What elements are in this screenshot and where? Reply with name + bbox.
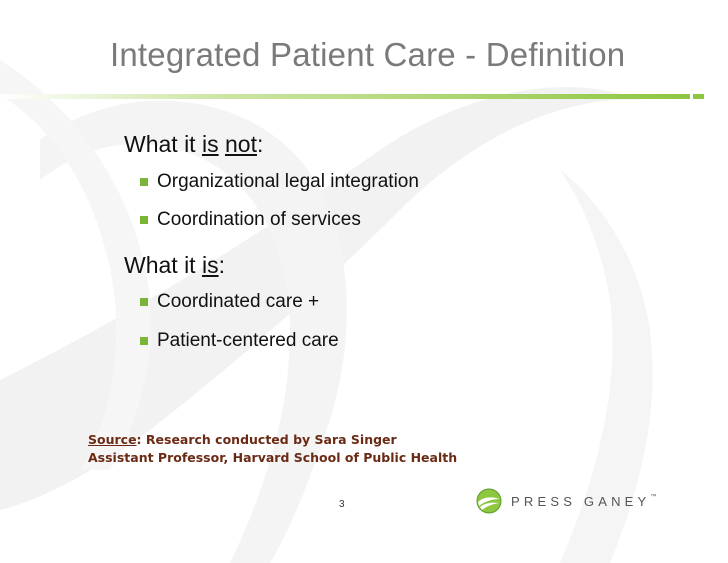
logo-wordmark: PRESS GANEY™	[511, 494, 656, 509]
heading-word-is: is	[201, 131, 219, 157]
bullet-text: Coordination of services	[157, 209, 361, 230]
source-line1-text: : Research conducted by Sara Singer	[136, 432, 397, 447]
source-citation: Source: Research conducted by Sara Singe…	[88, 431, 457, 467]
bullet-text: Patient-centered care	[157, 330, 339, 351]
logo-text: PRESS GANEY	[511, 493, 651, 509]
slide-title: Integrated Patient Care - Definition	[110, 36, 626, 73]
bullet-text: Organizational legal integration	[157, 171, 419, 192]
square-bullet-icon	[140, 337, 148, 345]
square-bullet-icon	[140, 216, 148, 224]
bullet-text: Coordinated care +	[157, 291, 320, 312]
heading-prefix: What it	[124, 131, 202, 157]
heading-prefix: What it	[124, 252, 202, 278]
source-line-2: Assistant Professor, Harvard School of P…	[88, 450, 458, 465]
bullet-item: Coordination of services	[140, 209, 361, 231]
logo-trademark: ™	[650, 493, 657, 500]
bullet-item: Coordinated care +	[140, 291, 319, 313]
source-label: Source	[88, 432, 137, 447]
heading-colon: :	[256, 131, 264, 157]
square-bullet-icon	[140, 298, 148, 306]
title-underline-rule	[0, 94, 690, 99]
heading-word-not: not	[224, 131, 257, 157]
page-number: 3	[339, 499, 345, 510]
heading-colon: :	[218, 252, 225, 278]
source-line-1: Source: Research conducted by Sara Singe…	[88, 431, 457, 449]
heading-word-is: is	[201, 252, 219, 278]
heading-what-it-is: What it is:	[124, 252, 225, 279]
press-ganey-globe-icon	[476, 488, 502, 514]
press-ganey-logo: PRESS GANEY™	[475, 487, 656, 515]
bullet-item: Patient-centered care	[140, 330, 339, 352]
heading-what-it-is-not: What it is not:	[124, 131, 263, 158]
square-bullet-icon	[140, 178, 148, 186]
title-rule-end-block	[693, 94, 704, 99]
bullet-item: Organizational legal integration	[140, 171, 419, 193]
